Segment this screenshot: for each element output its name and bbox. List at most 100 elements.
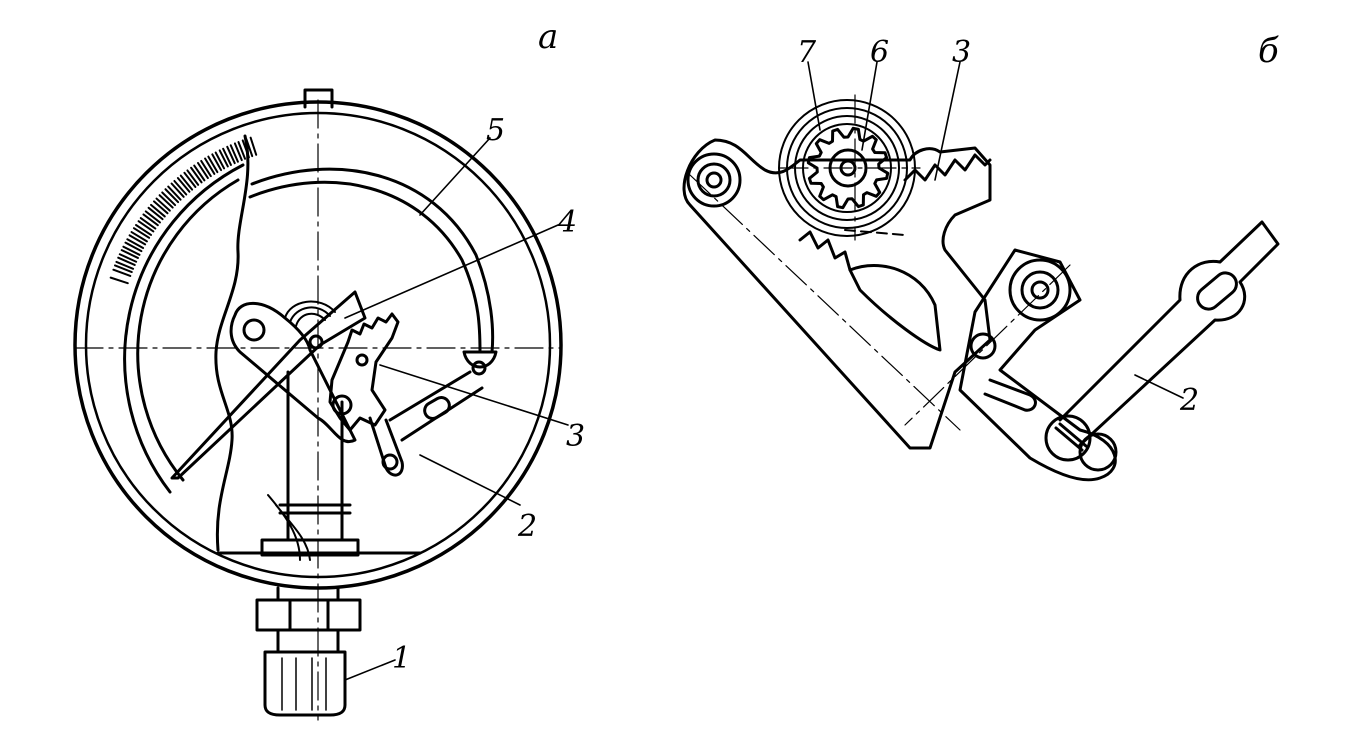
scale-tick: [237, 141, 247, 160]
bourdon-tube-inner: [250, 167, 495, 354]
link-rod-b: [1058, 220, 1280, 447]
center-lines: [74, 99, 561, 721]
scale-tick: [158, 194, 174, 209]
tail-slot: [983, 378, 1037, 412]
sector-axle: [355, 353, 369, 367]
scale-tick: [241, 139, 250, 159]
label-2: 2: [517, 509, 537, 544]
scale-tick: [245, 138, 254, 158]
scale-tick: [150, 203, 166, 218]
sector-arm: [848, 264, 942, 352]
dial-cutaway-edge: [214, 134, 250, 552]
label-5: 5: [486, 113, 505, 148]
right-bearing-outer: [1008, 258, 1072, 322]
panel-a-label: а: [538, 17, 558, 57]
scale-tick: [118, 253, 138, 263]
pointer-pivot: [308, 334, 324, 350]
screw-washer: [1078, 432, 1118, 472]
scale-tick: [229, 144, 239, 163]
threaded-fitting: [263, 650, 347, 717]
sector-gear: [328, 312, 400, 432]
frame-bearing-mid: [696, 162, 732, 198]
scale-tick: [132, 227, 151, 239]
scale-tick: [117, 256, 136, 266]
frame-bearing-outer: [686, 152, 742, 208]
frame-hole: [969, 332, 997, 360]
label-b-2: 2: [1179, 383, 1199, 418]
sector-teeth: [903, 153, 992, 182]
label-4: 4: [557, 205, 577, 240]
scale-tick: [144, 210, 161, 224]
scale-tick: [176, 177, 191, 193]
scale-ticks: [109, 136, 258, 285]
scale-tick: [122, 245, 141, 256]
sector-lower-teeth: [798, 230, 852, 272]
label-b-7: 7: [797, 35, 817, 70]
right-bearing-mid: [1020, 270, 1060, 310]
leaders-b: [807, 61, 1184, 399]
scale-tick: [222, 147, 232, 166]
scale-tick: [147, 206, 164, 221]
scale-tick: [204, 157, 216, 175]
center-lines-b: [689, 94, 1071, 431]
scale-tick: [115, 260, 135, 270]
scale-tick: [139, 217, 157, 230]
scale-tick: [167, 185, 182, 201]
hairspring: [284, 300, 336, 327]
panel-b-label: б: [1258, 31, 1279, 71]
screw-head: [1044, 414, 1092, 462]
label-3: 3: [566, 419, 585, 454]
leaders-a: [344, 137, 569, 681]
scale-tick: [211, 153, 223, 172]
scale-tick: [186, 169, 200, 186]
scale-tick: [114, 264, 133, 274]
scale-tick: [128, 234, 147, 246]
bourdon-tube-tip: [462, 350, 498, 369]
scale-tick: [137, 220, 155, 233]
hex-nut: [255, 598, 362, 632]
pressure-channel: [267, 494, 311, 561]
scale-tick: [226, 145, 236, 165]
socket-base: [260, 538, 360, 557]
scale-tick: [109, 276, 129, 285]
label-b-3: 3: [952, 35, 971, 70]
scale-tick: [233, 142, 243, 162]
tail-pin: [381, 453, 399, 471]
scale-tick: [179, 174, 194, 191]
scale-tick: [196, 162, 209, 180]
tail-arm: [958, 248, 1117, 482]
scale-tick: [126, 238, 145, 250]
gauge-top-stud: [303, 88, 334, 109]
plate-hole: [242, 318, 266, 342]
link-slot-b: [1196, 271, 1238, 311]
scale-tick: [218, 149, 229, 168]
scale-tick: [183, 171, 197, 188]
movement-plate: [229, 301, 357, 444]
gauge-view: [73, 88, 569, 721]
scale-tick: [130, 231, 148, 243]
label-1: 1: [392, 641, 411, 676]
scale-tick: [173, 179, 188, 196]
scale-tick: [190, 166, 203, 184]
scale-tick: [155, 197, 171, 212]
scale-tick: [214, 151, 226, 170]
scale-tick: [249, 136, 258, 156]
scale-tick: [200, 159, 212, 178]
scale-tick: [161, 191, 177, 207]
frame-bearing-inner: [705, 171, 723, 189]
scale-arc-outer: [123, 163, 245, 494]
label-b-6: 6: [870, 35, 889, 70]
scale-tick: [120, 249, 139, 259]
scale-tick: [142, 213, 159, 227]
sector-pivot: [331, 394, 353, 416]
bourdon-tube-outer: [248, 180, 482, 354]
nut-neck: [276, 586, 340, 652]
scale-tick: [164, 188, 180, 204]
scale-tick: [112, 268, 132, 277]
scale-tick: [207, 155, 219, 174]
scale-arc-inner: [136, 178, 240, 482]
mechanism-view: [682, 61, 1280, 482]
link-slot: [423, 396, 451, 420]
